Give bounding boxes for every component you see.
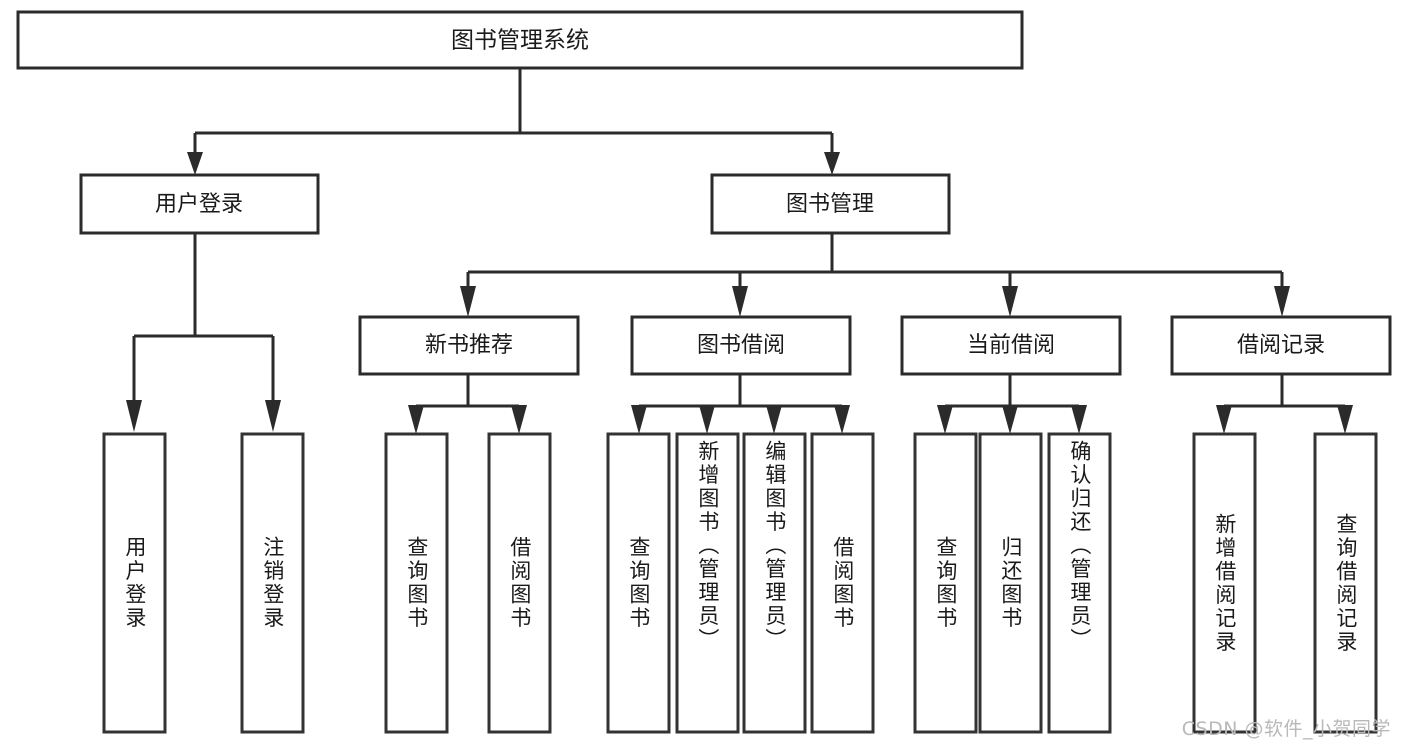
arrowhead-current-borrow bbox=[1002, 286, 1018, 317]
node-book-borrow[interactable]: 图书借阅 bbox=[630, 315, 852, 376]
leaf-box-cb-query-book[interactable] bbox=[913, 432, 978, 734]
arrowhead-leaf-logout bbox=[265, 400, 281, 432]
arrowhead-cb-leaf1 bbox=[937, 405, 953, 434]
arrowhead-bb-leaf4 bbox=[834, 405, 850, 434]
leaf-box-nb-borrow-book[interactable] bbox=[487, 432, 552, 734]
node-new-book-recommend-box bbox=[358, 315, 580, 376]
node-book-management-label: 图书管理 bbox=[786, 192, 874, 217]
arrowhead-br-leaf1 bbox=[1216, 405, 1232, 434]
node-user-login[interactable]: 用户登录 bbox=[79, 173, 320, 235]
node-user-login-label: 用户登录 bbox=[155, 192, 243, 217]
arrowhead-book-borrow bbox=[732, 286, 748, 317]
leaf-box-br-query-record[interactable] bbox=[1313, 432, 1378, 734]
node-new-book-recommend[interactable]: 新书推荐 bbox=[358, 315, 580, 376]
arrowhead-cb-leaf3 bbox=[1071, 405, 1087, 434]
node-book-borrow-box bbox=[630, 315, 852, 376]
arrowhead-bb-leaf2 bbox=[699, 405, 715, 434]
arrowhead-book-manage bbox=[824, 152, 840, 175]
leaf-box-bb-query-book[interactable] bbox=[606, 432, 671, 734]
node-root-system[interactable]: 图书管理系统 bbox=[16, 10, 1024, 70]
leaf-box-user-login[interactable] bbox=[102, 432, 167, 734]
leaf-box-bb-borrow-book[interactable] bbox=[810, 432, 875, 734]
connectors-layer bbox=[126, 68, 1353, 434]
arrowhead-bb-leaf1 bbox=[631, 405, 647, 434]
node-borrow-record-box bbox=[1170, 315, 1392, 376]
leaf-boxes-layer bbox=[102, 432, 1378, 734]
arrowhead-new-book bbox=[460, 286, 476, 317]
leaf-box-cb-confirm-return[interactable] bbox=[1047, 432, 1112, 734]
arrowhead-user-login bbox=[187, 152, 203, 175]
node-borrow-record-label: 借阅记录 bbox=[1237, 333, 1325, 358]
arrowhead-br-leaf2 bbox=[1337, 405, 1353, 434]
node-root-box bbox=[16, 10, 1024, 70]
arrowhead-borrow-record bbox=[1274, 286, 1290, 317]
csdn-watermark: CSDN @软件_小贺同学 bbox=[1181, 718, 1391, 740]
node-user-login-box bbox=[79, 173, 320, 235]
node-current-borrow[interactable]: 当前借阅 bbox=[900, 315, 1122, 376]
arrowhead-nb-leaf1 bbox=[408, 405, 424, 434]
node-borrow-record[interactable]: 借阅记录 bbox=[1170, 315, 1392, 376]
leaf-box-logout[interactable] bbox=[240, 432, 305, 734]
leaf-box-bb-add-book[interactable] bbox=[675, 432, 740, 734]
leaf-box-bb-edit-book[interactable] bbox=[742, 432, 807, 734]
node-new-book-recommend-label: 新书推荐 bbox=[425, 333, 513, 358]
node-current-borrow-label: 当前借阅 bbox=[967, 333, 1055, 358]
node-book-management-box bbox=[710, 173, 951, 235]
node-book-borrow-label: 图书借阅 bbox=[697, 333, 785, 358]
leaf-box-nb-query-book[interactable] bbox=[384, 432, 449, 734]
leaf-box-cb-return-book[interactable] bbox=[978, 432, 1043, 734]
arrowhead-leaf-user-login bbox=[126, 400, 142, 432]
arrowhead-nb-leaf2 bbox=[511, 405, 527, 434]
node-current-borrow-box bbox=[900, 315, 1122, 376]
node-root-label: 图书管理系统 bbox=[451, 28, 589, 54]
node-book-management[interactable]: 图书管理 bbox=[710, 173, 951, 235]
arrowhead-bb-leaf3 bbox=[766, 405, 782, 434]
leaf-box-br-add-record[interactable] bbox=[1192, 432, 1257, 734]
arrowhead-cb-leaf2 bbox=[1002, 405, 1018, 434]
